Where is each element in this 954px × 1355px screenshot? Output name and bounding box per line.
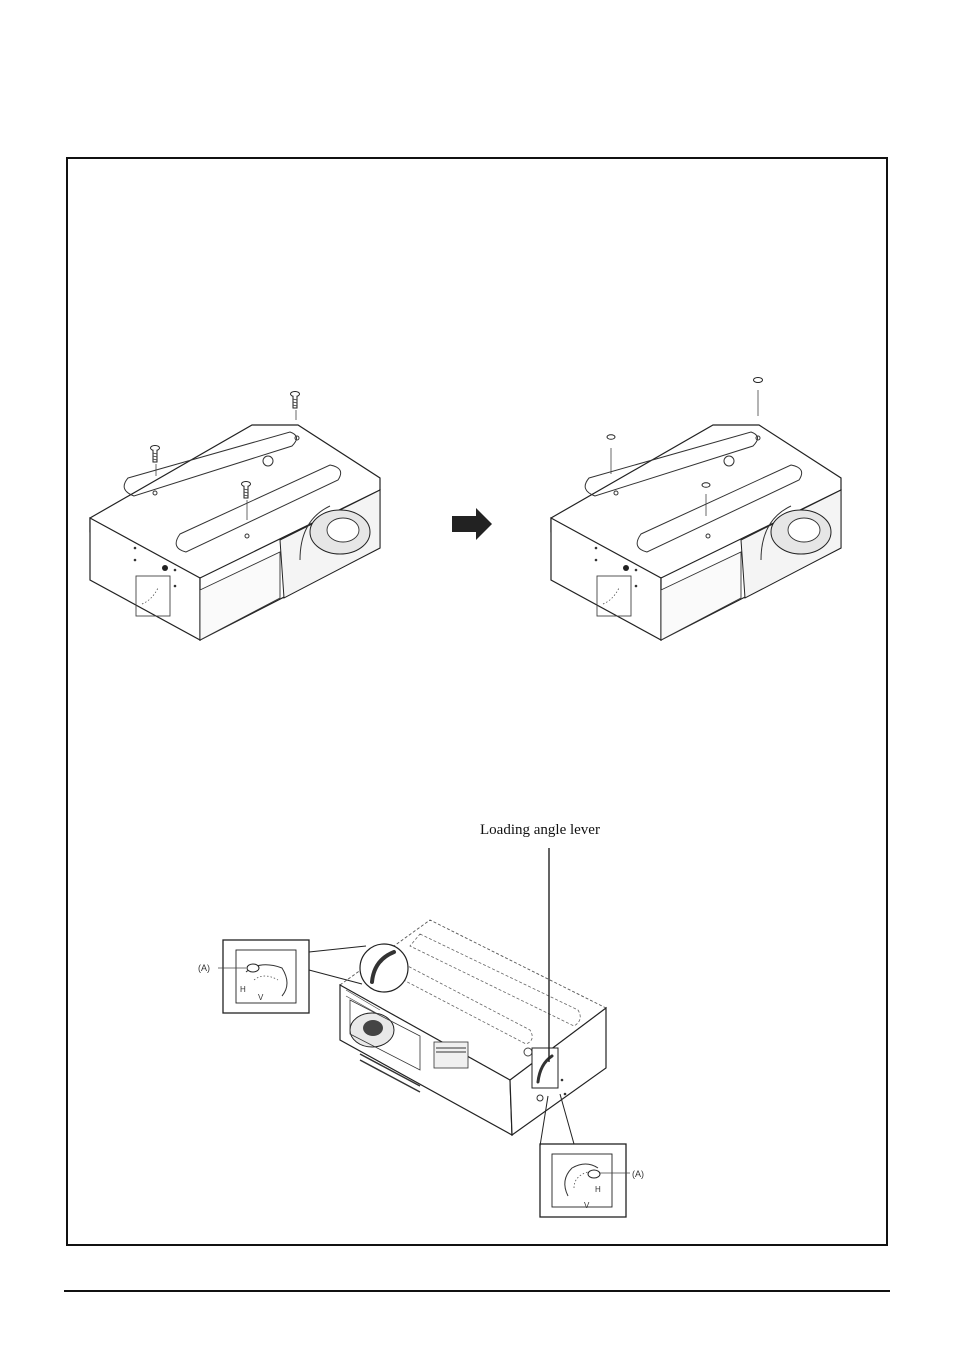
screw-icon	[151, 446, 160, 463]
callout-mark-v: V	[258, 993, 264, 1002]
callout-mark-h-right: H	[595, 1185, 601, 1194]
callout-mark-h: H	[240, 985, 246, 994]
cd-changer-screws-removed	[551, 378, 841, 641]
callout-mark-v-right: V	[584, 1201, 590, 1210]
callout-label-a-right: (A)	[632, 1169, 644, 1179]
callout-label-a-left: (A)	[198, 963, 210, 973]
cd-changer-with-screws	[90, 392, 380, 641]
cd-changer-loading-angle	[340, 848, 606, 1135]
loading-angle-lever-label: Loading angle lever	[480, 822, 600, 839]
callout-detail-right: H V	[540, 1094, 630, 1217]
magnifier-callout-icon	[360, 944, 408, 992]
screw-icon	[291, 392, 300, 409]
arrow-right-icon	[452, 508, 492, 540]
